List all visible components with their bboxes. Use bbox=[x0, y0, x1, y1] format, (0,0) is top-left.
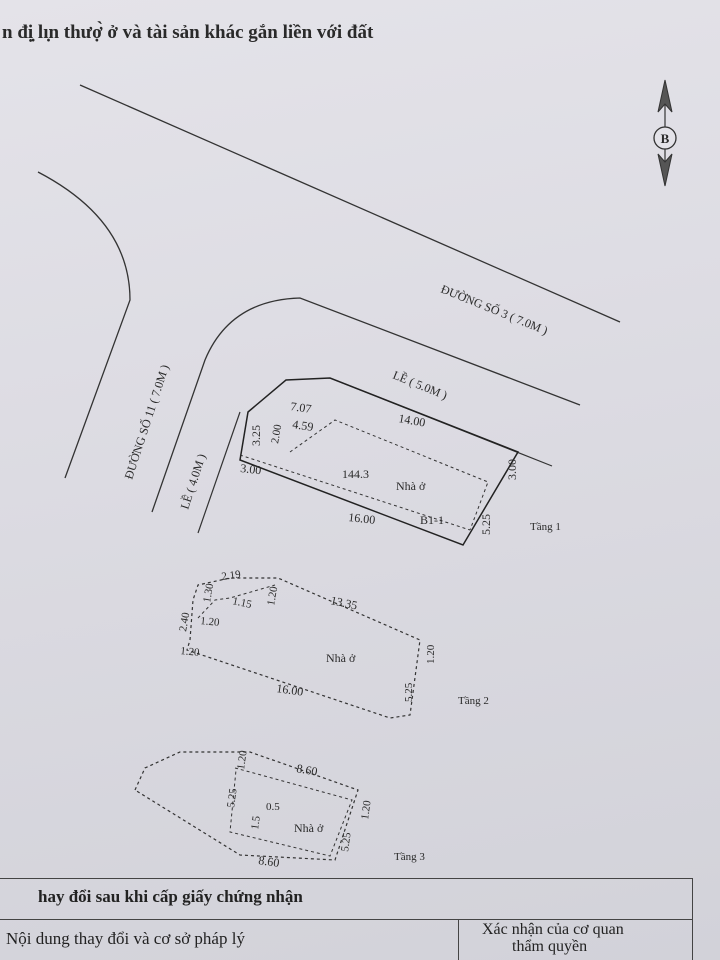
f2-dim-1-20-left: 1.20 bbox=[180, 645, 201, 659]
f1-parcel-id: B1-1 bbox=[420, 513, 444, 527]
changes-col-confirmation: Xác nhận của cơ quan thẩm quyền bbox=[482, 921, 624, 955]
f2-dim-1-15: 1.15 bbox=[231, 595, 253, 611]
sidewalk-edge-line bbox=[151, 297, 581, 513]
f1-dim-3-25: 3.25 bbox=[249, 425, 263, 446]
f1-dim-16-00: 16.00 bbox=[348, 510, 376, 527]
f1-dim-14-00: 14.00 bbox=[397, 411, 426, 429]
f3-dim-8-60-bottom: 8.60 bbox=[258, 853, 281, 870]
f2-dim-1-30: 1.30 bbox=[201, 582, 216, 604]
page-header: n đị̣ lı̣n thượ̀ ở và tài sản khác gắn l… bbox=[2, 22, 374, 43]
changes-table-divider bbox=[458, 920, 459, 960]
road-3-edge-line bbox=[79, 84, 621, 323]
compass-letter: B bbox=[661, 131, 670, 146]
f2-dim-2-19: 2.19 bbox=[221, 568, 242, 583]
floor-3-label: Tầng 3 bbox=[394, 851, 425, 863]
f3-dim-1-20-top: 1.20 bbox=[235, 749, 250, 770]
confirmation-line-2: thẩm quyền bbox=[512, 938, 588, 955]
f3-house-label: Nhà ở bbox=[294, 821, 324, 835]
road-11-edge-line bbox=[37, 171, 131, 479]
road-11-label: ĐƯỜNG SỐ 11 ( 7.0M ) bbox=[121, 363, 172, 481]
f3-dim-1-20-right: 1.20 bbox=[359, 799, 374, 820]
f1-dim-7-07: 7.07 bbox=[290, 399, 313, 416]
changes-table-header-row: hay đổi sau khi cấp giấy chứng nhận bbox=[0, 879, 692, 920]
f2-dim-13-35: 13.35 bbox=[329, 593, 358, 612]
f2-house-label: Nhà ở bbox=[326, 651, 356, 665]
floor-1-plan: 7.07 14.00 4.59 3.25 2.00 3.00 3.00 16.0… bbox=[239, 377, 561, 546]
confirmation-line-1: Xác nhận của cơ quan bbox=[482, 921, 624, 938]
changes-table-title: hay đổi sau khi cấp giấy chứng nhận bbox=[38, 887, 303, 906]
f2-dim-1-20-top: 1.20 bbox=[265, 585, 280, 607]
floor-3-plan: 1.20 8.60 5.25 1.20 1.5 0.5 5.25 8.60 Nh… bbox=[134, 749, 425, 870]
f1-dim-4-59: 4.59 bbox=[292, 417, 315, 434]
north-compass-icon: B bbox=[653, 79, 677, 187]
f2-dim-5-25: 5.25 bbox=[403, 682, 415, 702]
f3-dim-0-5: 0.5 bbox=[266, 801, 280, 813]
f1-area: 144.3 bbox=[342, 467, 369, 481]
changes-table: hay đổi sau khi cấp giấy chứng nhận Nội … bbox=[0, 878, 693, 960]
f3-dim-1-5: 1.5 bbox=[249, 815, 263, 831]
f1-dim-2-00: 2.00 bbox=[269, 423, 284, 445]
f3-dim-8-60-top: 8.60 bbox=[295, 761, 318, 778]
f3-dim-5-25-right: 5.25 bbox=[339, 831, 354, 852]
f2-dim-1-20-mid: 1.20 bbox=[200, 615, 221, 629]
f1-dim-3-00-left: 3.00 bbox=[240, 461, 262, 477]
f1-dim-5-25: 5.25 bbox=[479, 514, 493, 535]
floor-1-label: Tầng 1 bbox=[530, 521, 561, 533]
road-3-label: ĐƯỜNG SỐ 3 ( 7.0M ) bbox=[439, 281, 550, 338]
sidewalk-left-label: LỀ ( 4.0M ) bbox=[177, 452, 209, 511]
floor-2-label: Tầng 2 bbox=[458, 695, 489, 707]
changes-col-content: Nội dung thay đổi và cơ sở pháp lý bbox=[6, 929, 245, 948]
f1-house-label: Nhà ở bbox=[396, 479, 426, 493]
sidewalk-left-line bbox=[197, 411, 241, 534]
land-plot-drawing: B ĐƯỜNG SỐ 3 ( 7.0M ) ĐƯỜNG SỐ 11 ( 7.0M… bbox=[37, 79, 677, 870]
f2-dim-1-20-right: 1.20 bbox=[425, 644, 437, 664]
sidewalk-top-label: LỀ ( 5.0M ) bbox=[391, 367, 450, 402]
f1-dim-3-00-right: 3.00 bbox=[505, 459, 519, 480]
f2-dim-2-40: 2.40 bbox=[177, 611, 192, 633]
f2-dim-16-00: 16.00 bbox=[276, 681, 305, 699]
floor-2-plan: 2.19 1.30 1.20 1.15 13.35 2.40 1.20 1.20… bbox=[177, 568, 489, 719]
f3-dim-5-25-left: 5.25 bbox=[225, 787, 240, 808]
